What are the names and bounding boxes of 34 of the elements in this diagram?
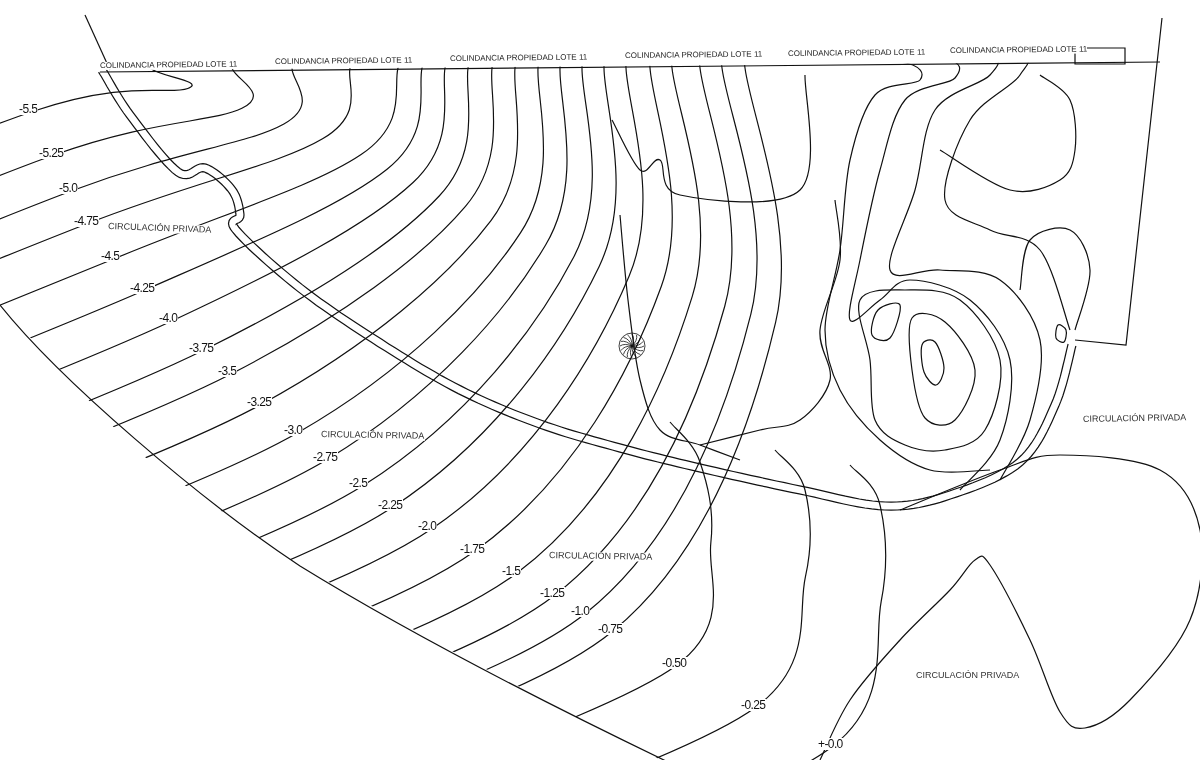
contour-elevation-label: -2.5	[348, 477, 369, 489]
contour-elevation-label: -1.0	[570, 605, 591, 617]
contour-elevation-label: -2.75	[312, 451, 339, 463]
contour-elevation-label: -2.25	[377, 499, 404, 511]
contour-elevation-label: -4.25	[129, 282, 156, 294]
contour-elevation-label: -5.25	[38, 147, 65, 159]
road-label: CIRCULACIÓN PRIVADA	[107, 222, 213, 235]
contour-elevation-label: -1.5	[501, 565, 522, 577]
road-label: CIRCULACIÓN PRIVADA	[548, 551, 654, 562]
contour-elevation-label: -0.25	[740, 699, 767, 711]
contour-elevation-label: -1.25	[539, 587, 566, 599]
contour-elevation-label: -4.0	[158, 312, 179, 324]
contour-elevation-label: +-0.0	[817, 738, 844, 750]
boundary-label: COLINDANCIA PROPIEDAD LOTE 11	[449, 53, 588, 63]
boundary-label: COLINDANCIA PROPIEDAD LOTE 11	[787, 48, 926, 58]
contour-elevation-label: -5.0	[58, 182, 79, 194]
contour-elevation-label: -5.5	[18, 103, 39, 115]
contour-elevation-label: -3.0	[283, 424, 304, 436]
contour-elevation-label: -3.25	[246, 396, 273, 408]
boundary-label: COLINDANCIA PROPIEDAD LOTE 11	[949, 45, 1088, 55]
road-label: CIRCULACIÓN PRIVADA	[915, 671, 1021, 680]
contour-elevation-label: -3.5	[217, 365, 238, 377]
contour-elevation-label: -2.0	[417, 520, 438, 532]
contour-elevation-label: -4.75	[73, 215, 100, 227]
boundary-label: COLINDANCIA PROPIEDAD LOTE 11	[274, 56, 413, 66]
contour-elevation-label: -3.75	[188, 342, 215, 354]
road-label: CIRCULACIÓN PRIVADA	[1081, 413, 1188, 424]
contour-elevation-label: -0.50	[661, 657, 688, 669]
boundary-label: COLINDANCIA PROPIEDAD LOTE 11	[624, 50, 763, 60]
road-label: CIRCULACIÓN PRIVADA	[320, 430, 426, 441]
contour-elevation-label: -0.75	[597, 623, 624, 635]
contour-elevation-label: -1.75	[459, 543, 486, 555]
contour-elevation-label: -4.5	[100, 250, 121, 262]
boundary-label: COLINDANCIA PROPIEDAD LOTE 11	[99, 60, 238, 70]
